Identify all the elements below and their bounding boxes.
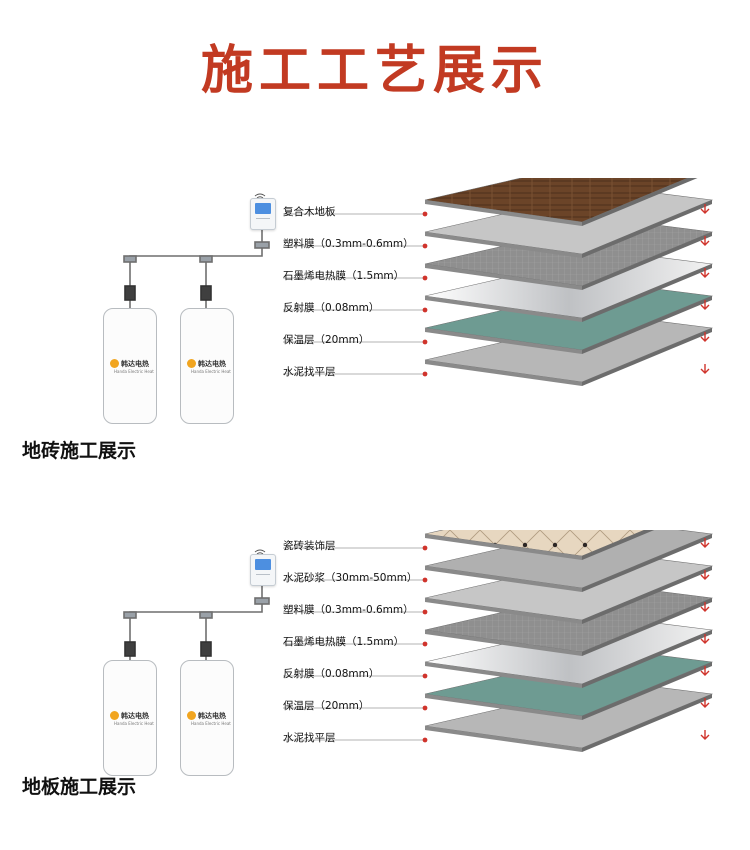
layer-label: 水泥找平层 [283,732,336,744]
brand-logo-icon [110,711,119,720]
layer-label: 塑料膜（0.3mm-0.6mm） [283,238,414,250]
layer-label: 保温层（20mm） [283,700,370,712]
brand-sub: Handa Electric Heat [114,369,154,374]
layer-label: 石墨烯电热膜（1.5mm） [283,270,405,282]
layer-dot [422,339,428,345]
layer-dot [422,737,428,743]
brand-name: 韩达电热 [121,360,149,368]
down-arrow-icon [700,236,710,246]
layer-label: 复合木地板 [283,206,336,218]
brand-sub: Handa Electric Heat [114,721,154,726]
layer-dot [422,705,428,711]
layer-label: 水泥砂浆（30mm-50mm） [283,572,418,584]
layer-dot [422,307,428,313]
layer-label: 反射膜（0.08mm） [283,668,380,680]
brand-logo-icon [110,359,119,368]
layer-label: 保温层（20mm） [283,334,370,346]
down-arrow-icon [700,730,710,740]
section-caption: 地砖施工展示 [22,440,137,462]
brand-name: 韩达电热 [121,712,149,720]
heating-panel-left: 韩达电热 Handa Electric Heat [103,660,157,776]
brand-name: 韩达电热 [198,360,226,368]
layer-slab [424,530,655,560]
layer-slab [424,178,698,226]
down-arrow-icon [700,634,710,644]
thermostat-icon [250,554,276,586]
wifi-icon [254,186,266,201]
down-arrow-icon [700,300,710,310]
down-arrow-icon [700,538,710,548]
layer-label: 水泥找平层 [283,366,336,378]
layer-stack-diagram [123,178,714,386]
down-arrow-icon [700,570,710,580]
heating-panel-right: 韩达电热 Handa Electric Heat [180,660,234,776]
down-arrow-icon [700,268,710,278]
down-arrow-icon [700,666,710,676]
down-arrow-icon [700,364,710,374]
heating-panel-right: 韩达电热 Handa Electric Heat [180,308,234,424]
layer-label: 塑料膜（0.3mm-0.6mm） [283,604,414,616]
brand-sub: Handa Electric Heat [191,369,231,374]
heating-panel-left: 韩达电热 Handa Electric Heat [103,308,157,424]
brand-logo-icon [187,711,196,720]
layer-label: 反射膜（0.08mm） [283,302,380,314]
layer-slab [424,530,714,592]
section-floor-tile: 韩达电热 Handa Electric Heat 韩达电热 Handa Elec… [0,178,750,498]
brand-logo-icon [187,359,196,368]
layer-dot [422,275,428,281]
section-caption: 地板施工展示 [22,776,137,798]
wiring [123,584,270,674]
section-floor-board: 韩达电热 Handa Electric Heat 韩达电热 Handa Elec… [0,530,750,850]
brand-name: 韩达电热 [198,712,226,720]
layer-stack-diagram [123,530,714,752]
down-arrow-icon [700,602,710,612]
layer-dot [422,243,428,249]
layer-dot [422,673,428,679]
layer-dot [422,641,428,647]
down-arrow-icon [700,332,710,342]
down-arrow-icon [700,698,710,708]
layer-dot [422,609,428,615]
page-title: 施工工艺展示 [200,41,549,101]
thermostat-icon [250,198,276,230]
layer-label: 石墨烯电热膜（1.5mm） [283,636,405,648]
wiring [123,228,270,318]
layer-dot [422,371,428,377]
layer-dot [422,577,428,583]
down-arrow-icon [700,204,710,214]
layer-dot [422,545,428,551]
layer-dot [422,211,428,217]
wifi-icon [254,542,266,557]
brand-sub: Handa Electric Heat [191,721,231,726]
layer-label: 瓷砖装饰层 [283,540,336,552]
